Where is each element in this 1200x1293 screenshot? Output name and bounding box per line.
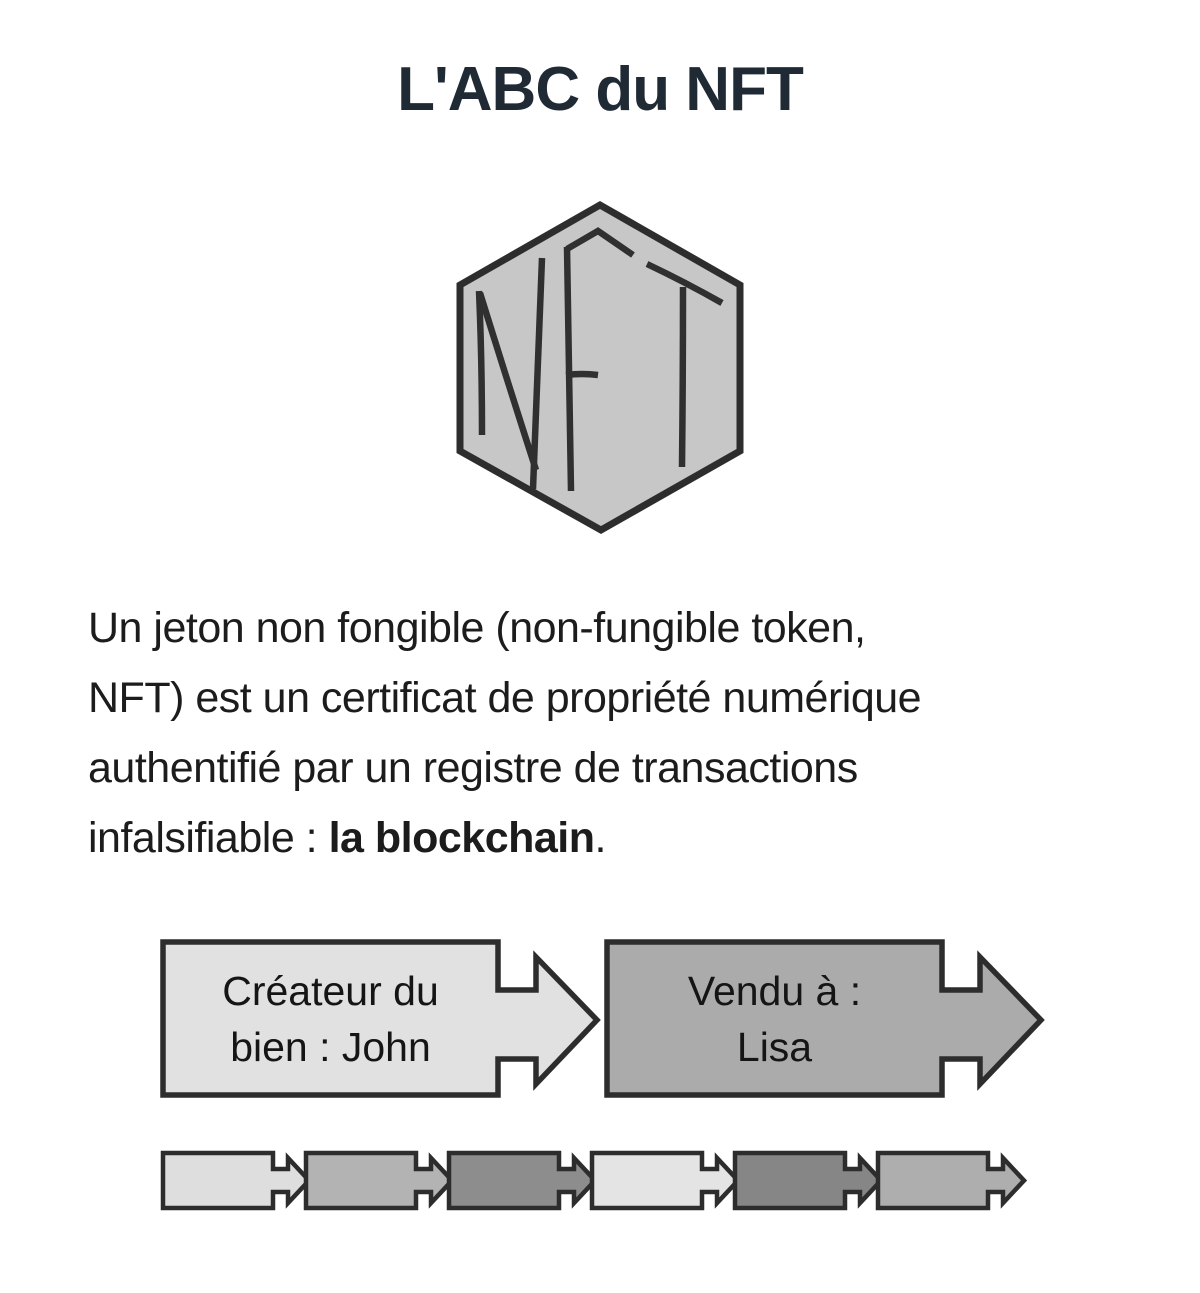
page-title: L'ABC du NFT	[397, 55, 804, 124]
block-arrow-shape	[160, 939, 601, 1098]
creator-label-line1: Créateur du	[222, 967, 439, 1014]
paragraph-line: Un jeton non fongible (non-fungible toke…	[88, 604, 866, 652]
nft-hexagon-icon	[455, 200, 745, 535]
buyer-label-line2: Lisa	[736, 1023, 813, 1070]
chain-block-icon	[446, 1150, 598, 1211]
letter-f-stem	[563, 246, 575, 492]
letter-t-stem	[678, 286, 687, 468]
block-arrow-icon	[604, 939, 1045, 1098]
chain-block-shape	[160, 1150, 312, 1211]
paragraph-line: infalsifiable : la blockchain.	[88, 803, 1112, 873]
buyer-label: Vendu à : Lisa	[607, 942, 942, 1095]
chain-block-shape	[446, 1150, 598, 1211]
block-arrow-shape	[604, 939, 1045, 1098]
description-paragraph: Un jeton non fongible (non-fungible toke…	[88, 593, 1112, 873]
blockchain-bold-text: la blockchain	[328, 814, 595, 862]
buyer-label-line1: Vendu à :	[687, 967, 862, 1014]
chain-block-icon	[589, 1150, 741, 1211]
flow-box-buyer: Vendu à : Lisa	[604, 939, 1048, 1098]
block-arrow-icon	[160, 939, 601, 1098]
letter-t-crossbar	[645, 261, 724, 306]
flow-diagram: Créateur du bien : John Vendu à : Lisa	[160, 939, 1200, 1098]
chain-block-shape	[589, 1150, 741, 1211]
letter-f-top-arm	[565, 227, 635, 258]
nft-hexagon-svg	[456, 200, 744, 535]
chain-block-shape	[875, 1150, 1027, 1211]
chain-block-shape	[732, 1150, 884, 1211]
chain-block-icon	[303, 1150, 455, 1211]
paragraph-line: authentifié par un registre de transacti…	[88, 744, 858, 792]
creator-label-line2: bien : John	[230, 1023, 431, 1070]
paragraph-text: .	[594, 814, 607, 862]
chain-block-icon	[732, 1150, 884, 1211]
chain-block-icon	[160, 1150, 312, 1211]
chain-block-shape	[303, 1150, 455, 1211]
blockchain-chain	[160, 1150, 1200, 1211]
nft-letters	[475, 227, 724, 492]
letter-f-mid-arm	[565, 370, 599, 379]
creator-label: Créateur du bien : John	[163, 942, 498, 1095]
flow-box-creator: Créateur du bien : John	[160, 939, 604, 1098]
letter-n-right	[529, 257, 546, 490]
letter-n-left	[475, 290, 486, 436]
paragraph-text: infalsifiable :	[88, 814, 329, 862]
letter-n-diagonal	[476, 292, 540, 471]
chain-block-icon	[875, 1150, 1027, 1211]
paragraph-line: NFT) est un certificat de propriété numé…	[88, 674, 922, 722]
